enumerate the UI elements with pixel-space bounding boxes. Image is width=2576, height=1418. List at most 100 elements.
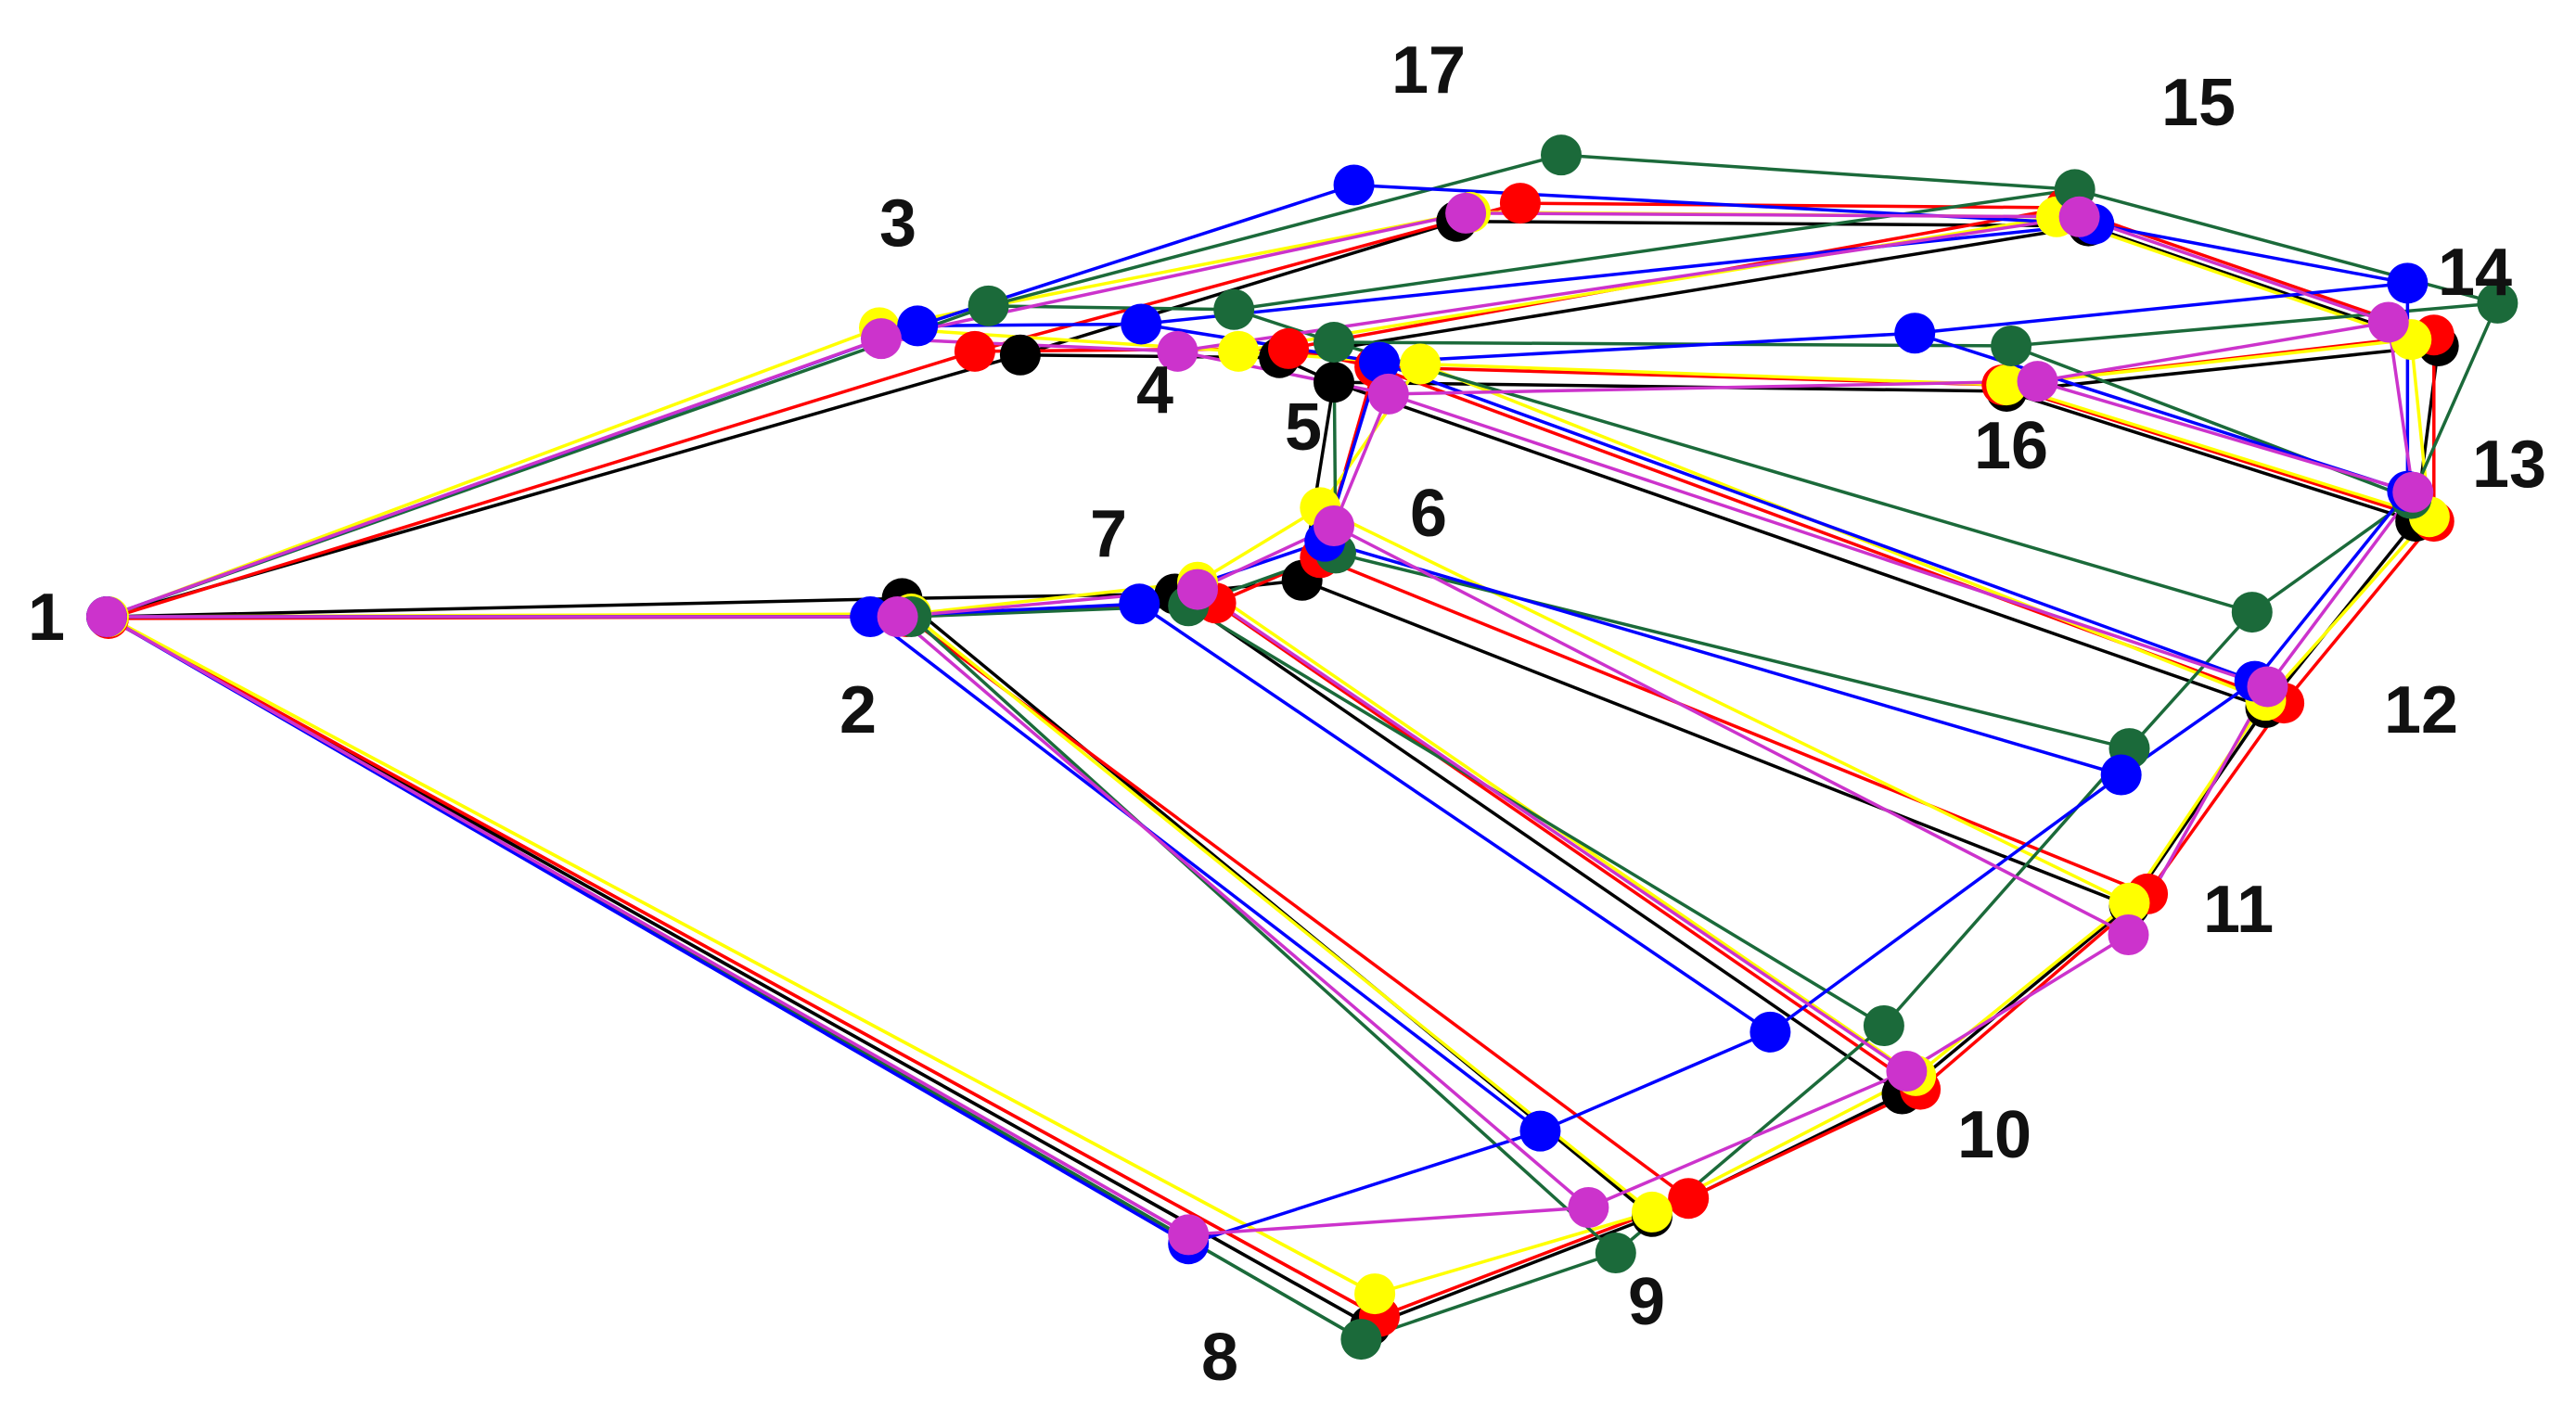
specimen-6-segment-1-8 (106, 615, 1190, 1236)
specimen-3-segment-13-12 (2264, 516, 2431, 702)
specimen-4-landmark-5 (1314, 322, 1354, 364)
specimen-4-landmark-9 (1595, 1233, 1636, 1273)
specimen-6-landmark-3 (860, 318, 902, 360)
specimen-5-segment-15-14 (2093, 222, 2408, 286)
specimen-6-landmark-13 (2392, 471, 2434, 513)
specimen-6-segment-9-8 (1188, 1206, 1589, 1237)
specimen-6-segment-10-9 (1587, 1069, 1908, 1209)
specimen-4-segment-5-12 (1333, 340, 2253, 614)
specimen-5-landmark-17 (1333, 164, 1375, 206)
specimen-2-segment-10-9 (1687, 1088, 1921, 1200)
specimen-4-landmark-10 (1863, 1005, 1904, 1046)
specimen-2-segment-16-13 (2001, 383, 2435, 523)
specimen-3-segment-5-16 (1420, 362, 2007, 387)
specimen-6-segment-17-15 (1466, 211, 2080, 219)
specimen-2-segment-6-11 (1319, 556, 2148, 896)
landmark-label-12: 12 (2384, 673, 2458, 747)
specimen-6-landmark-17 (1445, 192, 1487, 234)
specimen-2-segment-13-12 (2282, 519, 2436, 705)
specimen-2-segment-17-15 (1519, 201, 2066, 210)
specimen-1-segment-5-12 (1333, 380, 2267, 709)
specimen-1-segment-9-8 (1369, 1215, 1653, 1328)
specimen-6-segment-14-13 (2387, 322, 2415, 492)
specimen-6-segment-13-12 (2266, 491, 2415, 688)
specimen-3-segment-15-14 (2056, 215, 2412, 341)
specimen-2-segment-1-8 (108, 617, 1380, 1319)
specimen-6-landmark-11 (2108, 914, 2149, 955)
specimen-3-landmark-16 (1986, 364, 2028, 406)
specimen-4-segment-12-11 (2128, 610, 2254, 750)
specimen-2-segment-7-10 (1214, 601, 1922, 1092)
specimen-4-segment-17-15 (1560, 153, 2075, 192)
specimen-2-landmark-4 (1268, 327, 1309, 369)
specimen-5-segment-10-9 (1539, 1030, 1772, 1133)
specimen-5-landmark-4 (1121, 303, 1162, 345)
landmark-label-5: 5 (1285, 390, 1322, 465)
specimen-5-landmark-11 (2100, 754, 2142, 796)
specimen-4-segment-4-15 (1233, 187, 2075, 312)
specimen-5-segment-4-3 (917, 322, 1142, 328)
specimen-4-landmark-16 (1991, 325, 2032, 366)
specimen-3-landmark-8 (1354, 1273, 1396, 1315)
specimen-1-segment-4-15 (1278, 224, 2089, 360)
specimen-2-landmark-17 (1499, 183, 1541, 224)
specimen-1-segment-1-2 (106, 596, 903, 619)
landmark-label-13: 13 (2472, 428, 2546, 502)
specimen-1-segment-17-15 (1456, 219, 2089, 228)
landmark-label-4: 4 (1136, 353, 1173, 428)
landmark-label-9: 9 (1628, 1265, 1665, 1339)
specimen-4-segment-11-10 (1882, 747, 2131, 1028)
specimen-6-landmark-5 (1367, 373, 1409, 415)
specimen-5-segment-2-9 (869, 615, 1542, 1133)
specimen-6-landmark-8 (1168, 1214, 1210, 1256)
specimen-5-landmark-7 (1119, 583, 1160, 625)
specimen-4-segment-7-10 (1187, 604, 1885, 1028)
landmark-label-14: 14 (2438, 236, 2512, 310)
specimen-4-segment-6-11 (1335, 551, 2130, 750)
specimen-6-segment-16-14 (2037, 320, 2390, 383)
specimen-3-segment-11-10 (1915, 901, 2131, 1078)
specimen-1-segment-12-11 (2128, 707, 2267, 907)
specimen-6-landmark-6 (1314, 505, 1354, 546)
specimen-3-segment-6-11 (1319, 505, 2131, 905)
specimen-4-landmark-12 (2231, 592, 2273, 633)
specimen-4-segment-14-13 (2409, 302, 2500, 500)
specimen-6-segment-6-11 (1333, 524, 2130, 937)
specimen-6-segment-7-10 (1197, 588, 1908, 1073)
specimen-5-segment-5-16 (1378, 331, 1916, 364)
specimen-3-landmark-11 (2108, 882, 2150, 924)
specimen-5-segment-13-12 (2253, 490, 2409, 683)
specimen-4-segment-3-17 (988, 153, 1562, 308)
specimen-5-landmark-16 (1894, 313, 1936, 354)
specimen-6-segment-15-14 (2079, 215, 2390, 325)
specimen-1-landmark-3 (999, 334, 1041, 376)
specimen-4-landmark-17 (1541, 134, 1582, 176)
specimen-6-segment-11-10 (1905, 933, 2130, 1073)
specimen-4-landmark-3 (968, 285, 1009, 326)
specimen-5-segment-7-10 (1138, 602, 1772, 1034)
specimen-1-segment-16-14 (2006, 344, 2439, 393)
specimen-5-segment-11-10 (1769, 773, 2122, 1034)
specimen-5-segment-9-8 (1187, 1130, 1541, 1246)
specimen-6-segment-2-9 (896, 615, 1590, 1209)
specimen-6-landmark-7 (1177, 568, 1218, 610)
specimen-6-landmark-4 (1157, 330, 1198, 372)
landmark-labels: 1 2 3 4 5 6 7 8 9 10 11 12 13 14 15 16 1… (28, 33, 2546, 1395)
specimen-5-segment-5-12 (1378, 360, 2256, 683)
landmark-label-8: 8 (1201, 1321, 1238, 1395)
specimen-3-segment-12-11 (2128, 699, 2267, 904)
landmark-label-11: 11 (2203, 873, 2274, 947)
landmark-label-15: 15 (2161, 66, 2236, 140)
specimen-3-segment-1-8 (108, 615, 1376, 1296)
landmark-label-1: 1 (28, 581, 65, 655)
specimen-6-landmark-16 (2017, 361, 2058, 402)
specimen-6-segment-1-3 (106, 337, 882, 619)
specimen-4-landmark-14 (2477, 282, 2518, 324)
specimen-6-landmark-14 (2367, 301, 2409, 343)
specimen-5-landmark-10 (1749, 1011, 1791, 1053)
landmark-points (86, 134, 2518, 1361)
landmark-label-6: 6 (1410, 477, 1447, 551)
specimen-3-landmark-9 (1632, 1191, 1672, 1233)
landmark-label-2: 2 (839, 673, 877, 747)
specimen-3-landmark-5 (1400, 343, 1442, 385)
